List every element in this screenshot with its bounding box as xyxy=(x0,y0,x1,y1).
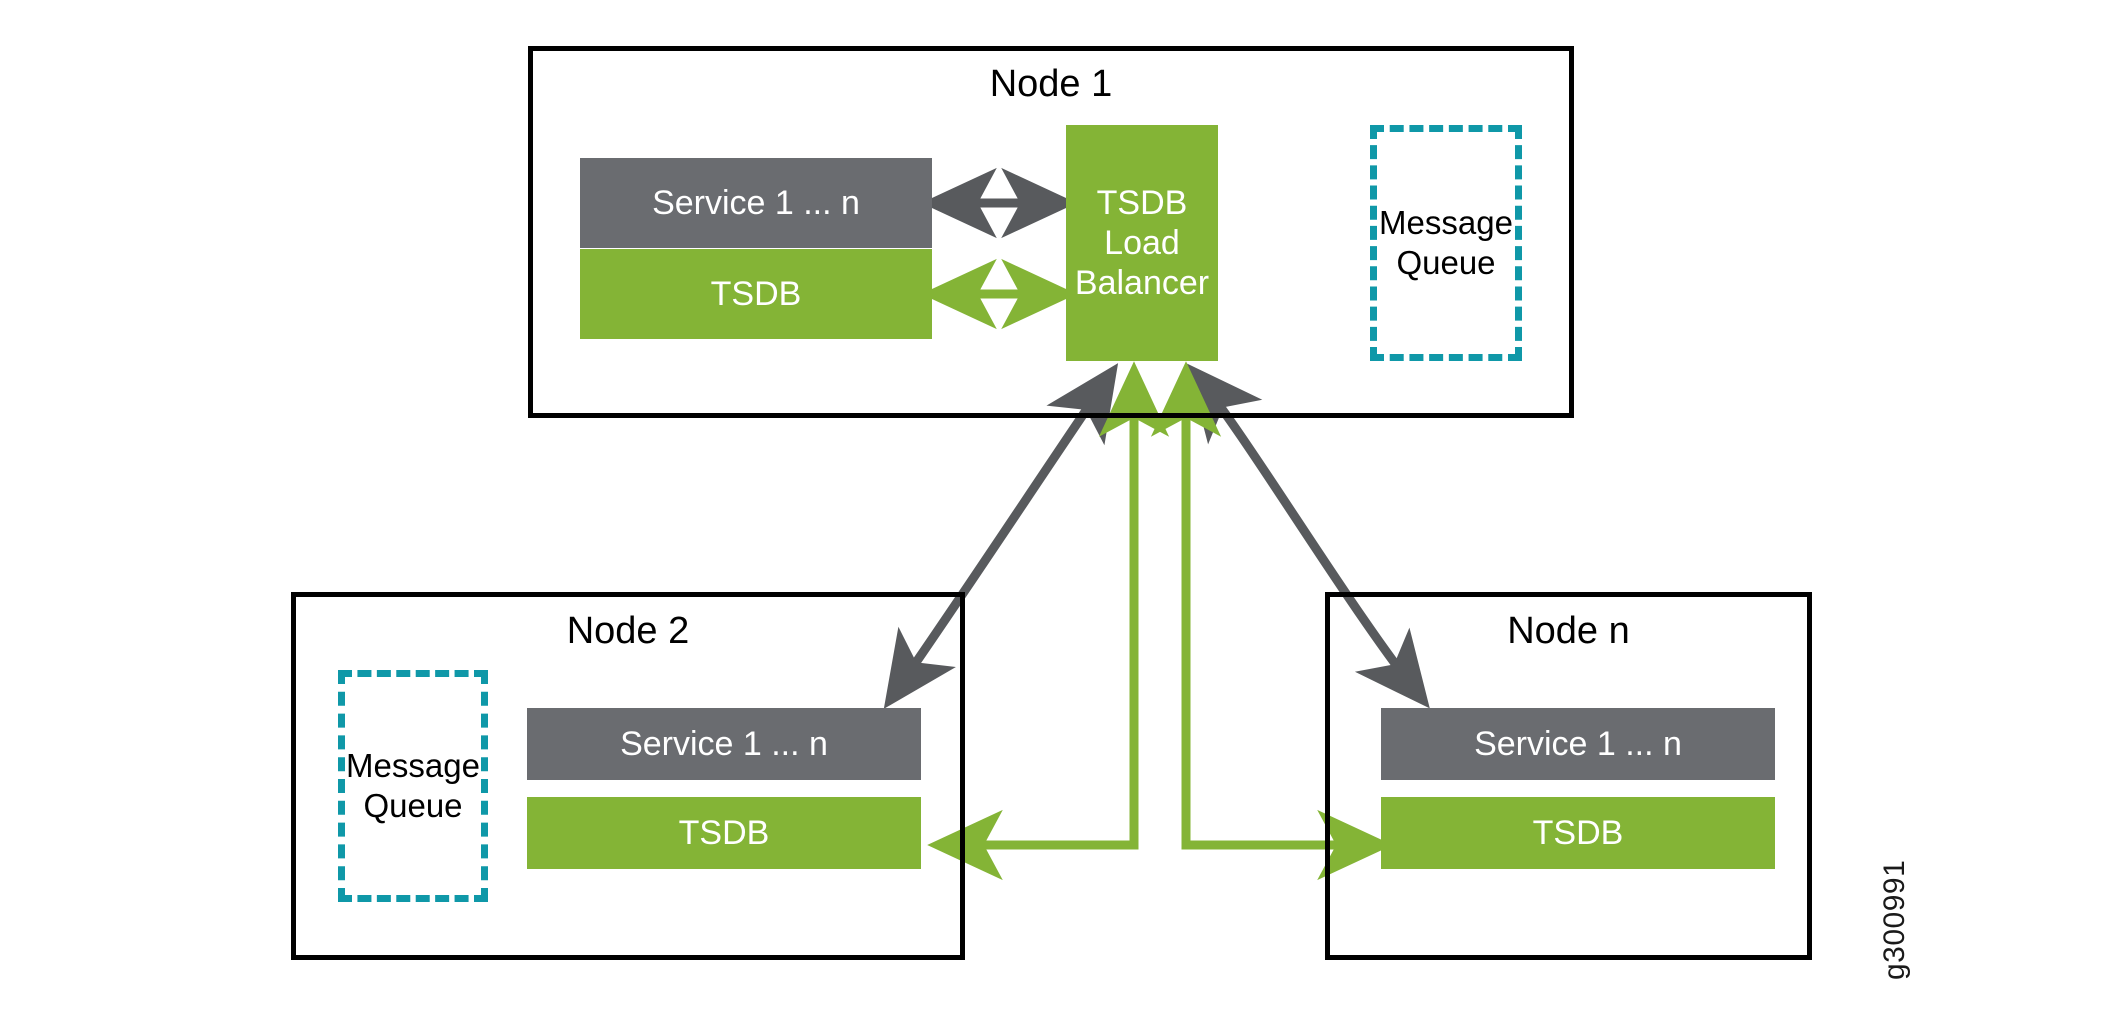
node-1-tsdb-block[interactable]: TSDB xyxy=(580,249,932,339)
lb-label-line-1: TSDB xyxy=(1096,183,1188,222)
node-n-tsdb-block[interactable]: TSDB xyxy=(1381,797,1775,869)
node-n-service-label: Service 1 ... n xyxy=(1474,724,1682,763)
node-2-service-block[interactable]: Service 1 ... n xyxy=(527,708,921,780)
lb-label-line-3: Balancer xyxy=(1074,264,1210,303)
node-1-mq-label-line-2: Queue xyxy=(1396,244,1496,281)
node-n-tsdb-label: TSDB xyxy=(1532,813,1624,852)
node-1-service-block[interactable]: Service 1 ... n xyxy=(580,158,932,248)
node-2-title: Node 2 xyxy=(566,610,690,652)
node-2-service-label: Service 1 ... n xyxy=(620,724,828,763)
node-n-title: Node n xyxy=(1507,610,1630,652)
node-1-title: Node 1 xyxy=(989,63,1113,105)
connector-lb-to-node2-tsdb xyxy=(927,361,1170,881)
node-2-message-queue[interactable]: Message Queue xyxy=(338,670,488,902)
node-1-tsdb-load-balancer-block[interactable]: TSDB Load Balancer xyxy=(1066,125,1218,361)
node-1-frame xyxy=(528,46,1574,418)
node-2-mq-label-line-2: Queue xyxy=(363,787,463,824)
node-2-tsdb-label: TSDB xyxy=(678,813,770,852)
node-2-tsdb-block[interactable]: TSDB xyxy=(527,797,921,869)
figure-id-label: g300991 xyxy=(1878,859,1911,980)
lb-label-line-2: Load xyxy=(1104,223,1180,262)
node-2-frame xyxy=(291,592,965,960)
node-1-tsdb-label: TSDB xyxy=(710,274,802,313)
node-1-service-label: Service 1 ... n xyxy=(652,183,860,222)
node-1-message-queue[interactable]: Message Queue xyxy=(1370,125,1522,361)
node-1-mq-label-line-1: Message xyxy=(1379,203,1513,241)
node-n-frame xyxy=(1325,592,1812,960)
node-n-service-block[interactable]: Service 1 ... n xyxy=(1381,708,1775,780)
node-2-mq-label-line-1: Message xyxy=(346,746,480,784)
